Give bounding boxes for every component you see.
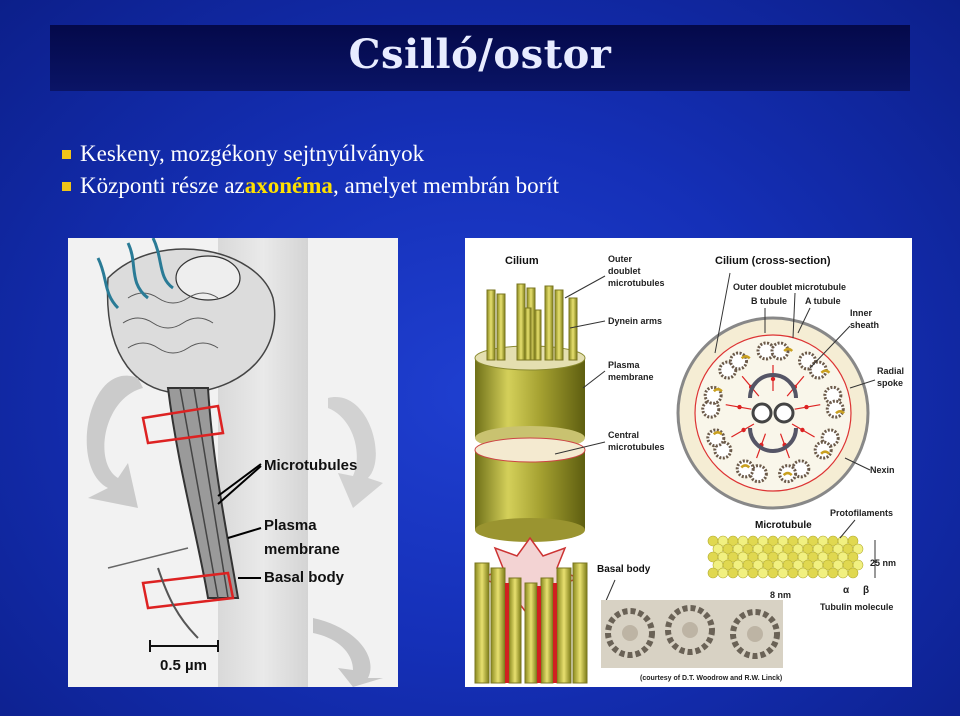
bullet-highlight-axonema: axonéma <box>244 173 333 198</box>
label-radial: Radial <box>877 366 904 376</box>
label-25nm: 25 nm <box>870 558 896 568</box>
label-dynein-arms: Dynein arms <box>608 316 662 326</box>
label-microtubules: Microtubules <box>264 457 357 474</box>
label-central-microtubules: microtubules <box>608 442 665 452</box>
label-doublet: doublet <box>608 266 641 276</box>
label-spoke: spoke <box>877 378 903 388</box>
label-alpha: α <box>843 585 850 596</box>
label-microtubule: Microtubule <box>755 520 812 531</box>
title-bar: Csilló/ostor <box>50 25 910 91</box>
label-beta: β <box>863 585 869 596</box>
label-plasma: Plasma <box>608 360 641 370</box>
micrograph-rings <box>605 605 780 659</box>
label-membrane: membrane <box>264 541 340 558</box>
bullet-item-2: Központi része az axonéma, amelyet membr… <box>62 170 559 202</box>
bullet-square-icon <box>62 181 71 191</box>
cilium-upper-cylinder <box>475 358 585 438</box>
bullet-item-1: Keskeny, mozgékony sejtnyúlványok <box>62 138 559 170</box>
label-sheath: sheath <box>850 320 879 330</box>
label-credit: (courtesy of D.T. Woodrow and R.W. Linck… <box>640 675 782 682</box>
label-b-tubule: B tubule <box>751 296 787 306</box>
cilium-structure-svg: Cilium Outer doublet microtubules Dynein… <box>474 254 904 684</box>
label-basal-body: Basal body <box>264 569 345 586</box>
label-basal-body: Basal body <box>597 564 651 575</box>
bullet-text-2-pre: Központi része az <box>80 173 245 198</box>
cilium-micrograph-svg: Microtubules Plasma membrane Basal body … <box>68 237 398 687</box>
label-8nm: 8 nm <box>770 590 791 600</box>
label-cross-section: Cilium (cross-section) <box>715 255 831 267</box>
label-plasma: Plasma <box>264 517 317 534</box>
label-central: Central <box>608 430 639 440</box>
microtubule-lattice <box>707 535 864 579</box>
cilium-structure-diagram: Cilium Outer doublet microtubules Dynein… <box>465 238 912 687</box>
label-outer: Outer <box>608 254 633 264</box>
label-cilium: Cilium <box>505 255 539 267</box>
label-inner: Inner <box>850 308 873 318</box>
label-membrane: membrane <box>608 372 654 382</box>
label-protofilaments: Protofilaments <box>830 508 893 518</box>
label-tubulin-molecule: Tubulin molecule <box>820 602 893 612</box>
label-nexin: Nexin <box>870 465 895 475</box>
bullet-square-icon <box>62 149 71 159</box>
label-outer-doublet-microtubule: Outer doublet microtubule <box>733 282 846 292</box>
bullet-text-2-post: , amelyet membrán borít <box>332 173 560 198</box>
cilium-micrograph-figure: Microtubules Plasma membrane Basal body … <box>68 237 398 687</box>
bullet-text-1: Keskeny, mozgékony sejtnyúlványok <box>80 141 425 166</box>
outer-doublets <box>701 341 845 484</box>
cilium-lower-cylinder <box>475 450 585 530</box>
bullet-list: Keskeny, mozgékony sejtnyúlványok Közpon… <box>62 138 559 202</box>
label-outer-microtubules: microtubules <box>608 278 665 288</box>
label-a-tubule: A tubule <box>805 296 841 306</box>
slide-title: Csilló/ostor <box>348 31 612 78</box>
scale-label: 0.5 µm <box>160 657 207 674</box>
